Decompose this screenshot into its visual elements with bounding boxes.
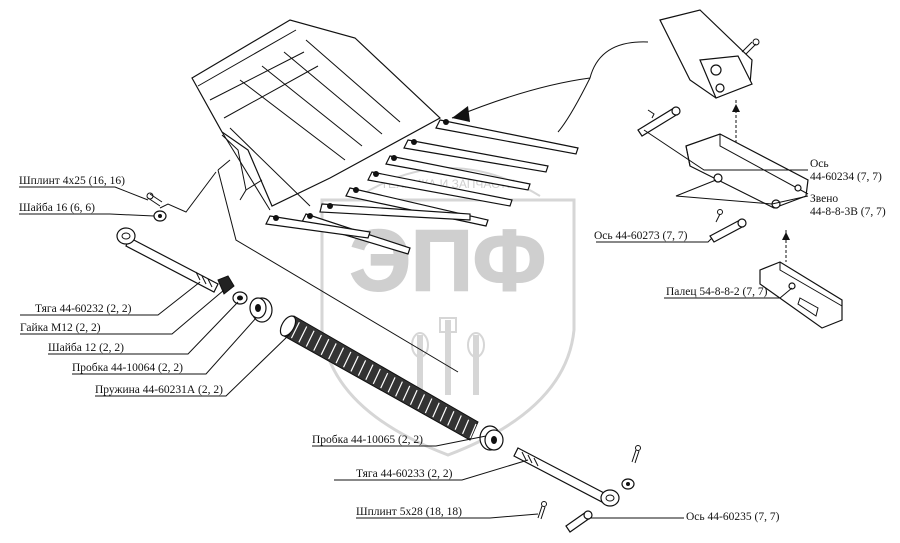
link-44-8-8-3v-part (685, 133, 809, 209)
nut-m12-part (217, 275, 235, 295)
label-axle-44-60234-title: Ось (810, 158, 829, 170)
leader-lines (19, 129, 809, 519)
label-plug-44-10065: Пробка 44-10065 (2, 2) (312, 434, 423, 446)
frame-bracket (659, 9, 753, 99)
label-washer-12: Шайба 12 (2, 2) (48, 342, 124, 354)
label-link-44-8-8-3v-code: 44-8-8-3В (7, 7) (810, 206, 886, 218)
split-pin-4x25-part (146, 192, 163, 207)
split-pin-5x28-part (537, 501, 547, 520)
label-nut-m12: Гайка М12 (2, 2) (20, 322, 101, 334)
axle-44-60235-part (565, 510, 593, 533)
label-axle-44-60234-code: 44-60234 (7, 7) (810, 171, 882, 183)
watermark-letters: ЭПФ (350, 213, 546, 309)
label-rod-44-60232: Тяга 44-60232 (2, 2) (35, 303, 132, 315)
plug-44-10065-part (479, 425, 504, 451)
washer-bottom-part (621, 478, 635, 490)
label-axle-44-60273: Ось 44-60273 (7, 7) (594, 230, 688, 242)
label-axle-44-60235: Ось 44-60235 (7, 7) (686, 511, 780, 523)
axle-44-60273-part (709, 209, 747, 243)
split-pin-bottom-icon (631, 445, 641, 464)
rod-44-60233-part (513, 447, 620, 507)
wheat-ears-icon (411, 317, 485, 395)
washer-12-part (232, 291, 248, 305)
split-pin-top-icon (741, 38, 760, 55)
plug-44-10064-part (249, 297, 273, 323)
label-split-pin-4x25: Шплинт 4х25 (16, 16) (19, 175, 125, 187)
part-labels: Шплинт 4х25 (16, 16) Шайба 16 (6, 6) Тяг… (19, 158, 886, 523)
watermark-logo: ТЕХНИКА И ЗАПЧАСТИ ЭПФ (320, 167, 576, 457)
label-plug-44-10064: Пробка 44-10064 (2, 2) (72, 362, 183, 374)
label-link-44-8-8-3v-title: Звено (810, 193, 838, 205)
label-rod-44-60233: Тяга 44-60233 (2, 2) (356, 468, 453, 480)
finger-grate-assembly (159, 19, 579, 373)
washer-16-part (153, 210, 167, 222)
label-split-pin-5x28: Шплинт 5х28 (18, 18) (356, 506, 462, 518)
finger-54-8-8-2-part (759, 261, 843, 329)
label-finger-54-8-8-2: Палец 54-8-8-2 (7, 7) (666, 286, 768, 298)
rod-44-60232-part (116, 227, 219, 293)
label-washer-16: Шайба 16 (6, 6) (19, 202, 95, 214)
spring-44-60231a-part (279, 315, 479, 441)
assembly-arrow (451, 41, 649, 133)
label-spring-44-60231a: Пружина 44-60231А (2, 2) (95, 384, 223, 396)
axle-44-60234-part (637, 106, 681, 137)
